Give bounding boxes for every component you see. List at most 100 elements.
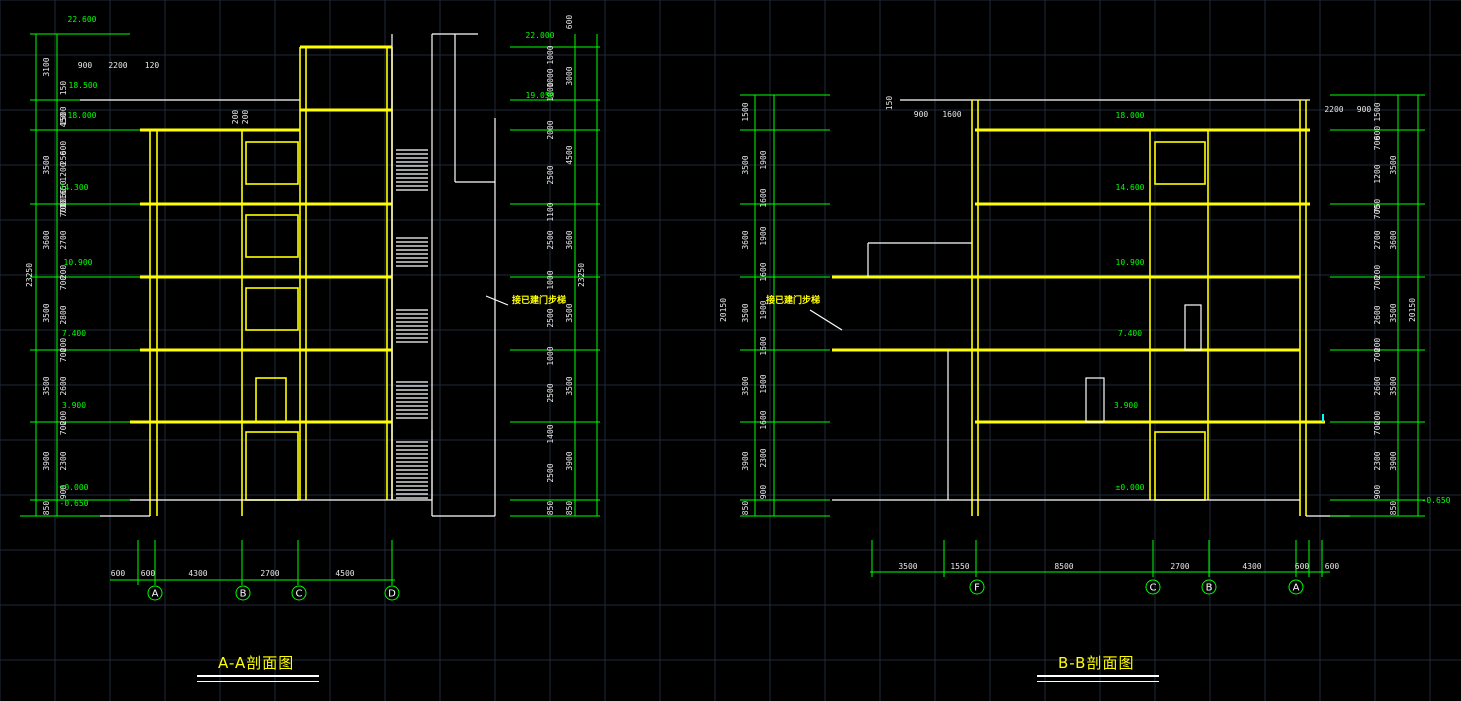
total-dimension-label: 23250: [25, 263, 34, 287]
dimension-label: 150: [59, 81, 68, 96]
dimension-label: 2800: [59, 305, 68, 324]
axis-marker-b: B: [1201, 579, 1217, 595]
dimension-label: 2500: [546, 165, 555, 184]
dimension-label: 200: [1373, 411, 1382, 426]
dimension-label: 1000: [546, 45, 555, 64]
dimension-label: 200: [59, 411, 68, 426]
level-label: 22.000: [526, 31, 555, 40]
level-label: 7.400: [1118, 329, 1142, 338]
dimension-label: 1000: [546, 346, 555, 365]
level-label: 18.000: [68, 111, 97, 120]
dimension-label: 900: [59, 485, 68, 500]
dimension-label: 850: [546, 501, 555, 516]
total-dimension-label: 20150: [719, 298, 728, 322]
axis-marker-f: F: [969, 579, 985, 595]
dimension-label: 1500: [59, 106, 68, 125]
section-aa: [20, 33, 600, 585]
axis-marker-d: D: [384, 585, 400, 601]
dimension-label: 4500: [335, 569, 354, 578]
dimension-label: 2200: [108, 61, 127, 70]
dimension-label: 600: [141, 569, 156, 578]
dimension-label: 1000: [546, 82, 555, 101]
axis-marker-b: B: [235, 585, 251, 601]
axis-marker-c: C: [1145, 579, 1161, 595]
dimension-label: 600: [1373, 126, 1382, 141]
dimension-label: 3600: [42, 230, 51, 249]
dimension-label: 3500: [741, 303, 750, 322]
level-label: -0.650: [60, 499, 89, 508]
svg-text:D: D: [388, 589, 396, 600]
dimension-label: 3500: [1389, 155, 1398, 174]
dimension-label: 1500: [741, 102, 750, 121]
dimension-label: 200: [1373, 338, 1382, 353]
dimension-label: 2700: [1373, 230, 1382, 249]
dimension-label: 850: [42, 501, 51, 516]
svg-text:C: C: [1150, 583, 1157, 594]
svg-text:C: C: [296, 589, 303, 600]
dimension-label: 2300: [759, 448, 768, 467]
dimension-label: 3100: [42, 57, 51, 76]
level-label: 14.300: [60, 183, 89, 192]
dimension-label: 600: [111, 569, 126, 578]
dimension-label: 1650: [59, 180, 68, 199]
dimension-label: 700: [59, 276, 68, 291]
dimension-label: 700: [1373, 136, 1382, 151]
dimension-label: 1900: [759, 150, 768, 169]
dimension-label: 1600: [759, 262, 768, 281]
dimension-label: 3500: [741, 376, 750, 395]
dimension-label: 850: [565, 501, 574, 516]
dimension-label: 1500: [1373, 102, 1382, 121]
dimension-label: 2300: [1373, 451, 1382, 470]
aa-title-underline-thin: [197, 681, 319, 682]
dimension-label: 200: [231, 110, 240, 125]
dimension-label: 2300: [59, 451, 68, 470]
dimension-label: 1900: [759, 226, 768, 245]
dimension-label: 2200: [1324, 105, 1343, 114]
dimension-label: 1100: [546, 202, 555, 221]
dimension-label: 8500: [1054, 562, 1073, 571]
axis-marker-c: C: [291, 585, 307, 601]
dimension-label: 3500: [42, 376, 51, 395]
level-label: 22.600: [68, 15, 97, 24]
svg-text:A: A: [152, 589, 159, 600]
dimension-label: 700: [59, 200, 68, 215]
svg-text:B: B: [240, 589, 247, 600]
bb-title-underline: [1037, 675, 1159, 677]
dimension-label: 2700: [59, 230, 68, 249]
dimension-label: 120: [145, 61, 160, 70]
dimension-label: 3500: [1389, 303, 1398, 322]
level-label: 19.050: [526, 91, 555, 100]
aa-dimension-text: 3100350036003500350039008501501500450250…: [25, 15, 586, 578]
dimension-label: 250: [59, 151, 68, 166]
dimension-label: 2700: [260, 569, 279, 578]
svg-text:A: A: [1293, 583, 1300, 594]
aa-building: [80, 33, 496, 517]
aa-section-title: A-A剖面图: [218, 654, 295, 672]
dimension-label: 1200: [59, 162, 68, 181]
aa-note-label: 接已建门步梯: [512, 294, 566, 306]
dimension-label: 2500: [546, 308, 555, 327]
dimension-label: 3900: [1389, 451, 1398, 470]
dimension-label: 1050: [59, 188, 68, 207]
dimension-label: 4300: [188, 569, 207, 578]
bb-building: [809, 99, 1350, 517]
dimension-label: 3900: [565, 451, 574, 470]
aa-axis-markers: A B C D: [147, 585, 400, 601]
dimension-label: 4300: [1242, 562, 1261, 571]
dimension-label: 700: [59, 421, 68, 436]
dimension-label: 3900: [741, 451, 750, 470]
dimension-label: 1000: [546, 270, 555, 289]
dimension-label: 200: [59, 338, 68, 353]
dimension-label: 850: [741, 501, 750, 516]
dimension-label: 1600: [759, 188, 768, 207]
aa-title-underline: [197, 675, 319, 677]
dimension-label: 700: [1373, 348, 1382, 363]
dimension-label: 700: [1373, 421, 1382, 436]
dimension-label: 450: [59, 113, 68, 128]
dimension-label: 2600: [59, 376, 68, 395]
dimension-label: 1900: [759, 300, 768, 319]
level-label: 3.900: [1114, 401, 1138, 410]
